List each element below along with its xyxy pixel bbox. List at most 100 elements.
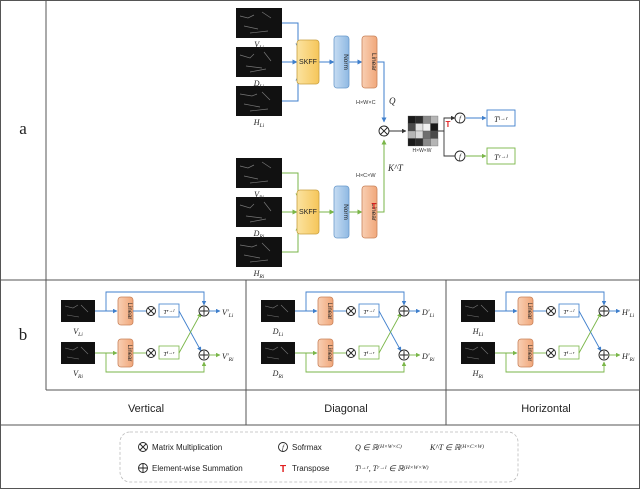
output-label-top: V′Li (222, 308, 234, 319)
input-image-d-right (236, 197, 282, 227)
q-label: Q (389, 96, 396, 106)
softmax-icon-bottom: f (454, 150, 466, 162)
output-label-bottom: H′Ri (621, 352, 635, 363)
attention-cell (430, 130, 439, 139)
linear-label: Linear (126, 345, 132, 362)
input-image-v-right (236, 158, 282, 188)
bottom-branch-connectors (282, 139, 387, 253)
output-label-top: H′Li (621, 308, 635, 319)
label-d-right: DRi (253, 229, 265, 240)
attention-cell (407, 123, 416, 132)
softmax-legend-icon: f (278, 442, 288, 452)
attn-shape-label: H×W×W (413, 148, 432, 154)
sub-panel-caption: Horizontal (521, 403, 571, 415)
linear-label: Linear (526, 345, 532, 362)
sub-panel-horizontal: HLiHRiLinearLinearTr→lTl→rH′LiH′RiHorizo… (461, 291, 635, 415)
attention-cell (422, 115, 431, 124)
softmax-branches (438, 115, 487, 159)
sub-panel-caption: Vertical (128, 403, 164, 415)
attention-box-top (558, 303, 580, 318)
input-image (61, 300, 95, 322)
linear-label: Linear (126, 303, 132, 320)
input-image (461, 342, 495, 364)
sub-panel-diagonal: DLiDRiLinearLinearTr→lTl→rD′LiD′RiDiagon… (261, 291, 435, 415)
label-h-left: HLi (253, 118, 265, 129)
linear-label-bottom: Linear (370, 203, 377, 222)
attention-cell (415, 138, 424, 147)
input-label-top: HLi (472, 327, 484, 338)
attention-label-top: Tr→l (563, 308, 575, 316)
output-label-bottom: D′Ri (421, 352, 435, 363)
label-v-right: VRi (254, 190, 264, 201)
attention-box-top (358, 303, 380, 318)
transpose-mark-a: T (372, 202, 377, 211)
output-label-bottom: V′Ri (222, 352, 234, 363)
attention-cell (422, 138, 431, 147)
attention-label-bottom: Tl→r (163, 350, 174, 358)
panel-a-label: a (19, 119, 27, 138)
svg-text:f: f (459, 153, 462, 161)
panel-a: VLi DLi HLi VRi DRi HRi (236, 8, 516, 280)
matmul-icon (378, 125, 390, 137)
sub-panel-caption: Diagonal (324, 403, 367, 415)
legend-transpose: Transpose (292, 464, 330, 473)
input-image (461, 300, 495, 322)
linear-block-bottom (361, 185, 378, 239)
k-shape-label: H×C×W (356, 173, 376, 179)
attention-cell (415, 130, 424, 139)
input-label-bottom: DRi (272, 369, 284, 380)
input-image-h-right (236, 237, 282, 267)
skff-block-bottom (296, 189, 320, 235)
linear-label: Linear (326, 303, 332, 320)
sum-legend-icon (138, 463, 148, 473)
attention-cell (430, 138, 439, 147)
attention-cell (407, 115, 416, 124)
skff-label-top: SKFF (299, 59, 317, 66)
output-label-top: Tl→r (494, 115, 509, 124)
svg-text:f: f (459, 115, 462, 123)
output-label-bottom: Tr→l (494, 153, 508, 162)
softmax-icon-top: f (454, 112, 466, 124)
top-branch-connectors (282, 22, 387, 123)
linear-label-top: Linear (370, 53, 377, 72)
legend-frame (119, 431, 519, 483)
matmul-legend-icon (138, 442, 148, 452)
legend-k-def: K^T ∈ ℝ(H×C×W) (429, 443, 484, 452)
transpose-mark-attn: T (446, 120, 451, 129)
linear-label: Linear (326, 345, 332, 362)
legend-matmul: Matrix Multiplication (152, 443, 222, 452)
output-label-top: D′Li (421, 308, 435, 319)
panel-b-label: b (19, 325, 28, 344)
label-d-left: DLi (253, 79, 265, 90)
norm-block-top (333, 35, 350, 89)
input-image (61, 342, 95, 364)
output-box-top (486, 109, 516, 127)
input-label-bottom: HRi (472, 369, 484, 380)
attention-box-top (158, 303, 180, 318)
input-image-h-left (236, 86, 282, 116)
attention-cell (407, 130, 416, 139)
input-image (261, 342, 295, 364)
skff-block-top (296, 39, 320, 85)
attention-label-bottom: Tl→r (363, 350, 374, 358)
input-image (261, 300, 295, 322)
legend-softmax: Sofrmax (292, 443, 322, 452)
norm-label-top: Norm (342, 54, 349, 70)
attention-cell (415, 115, 424, 124)
skff-label-bottom: SKFF (299, 209, 317, 216)
legend-q-def: Q ∈ ℝ(H×W×C) (355, 443, 402, 452)
norm-label-bottom: Norm (342, 204, 349, 220)
norm-block-bottom (333, 185, 350, 239)
input-label-top: VLi (73, 327, 83, 338)
attention-cell (422, 130, 431, 139)
attention-map (407, 115, 439, 147)
svg-text:f: f (282, 444, 285, 452)
attention-label-top: Tr→l (163, 308, 175, 316)
panel-b: VLiVRiLinearLinearTr→lTl→rV′LiV′RiVertic… (61, 291, 635, 415)
input-image-d-left (236, 47, 282, 77)
label-v-left: VLi (254, 40, 264, 51)
sub-panel-vertical: VLiVRiLinearLinearTr→lTl→rV′LiV′RiVertic… (61, 291, 234, 415)
output-box-bottom (486, 147, 516, 165)
